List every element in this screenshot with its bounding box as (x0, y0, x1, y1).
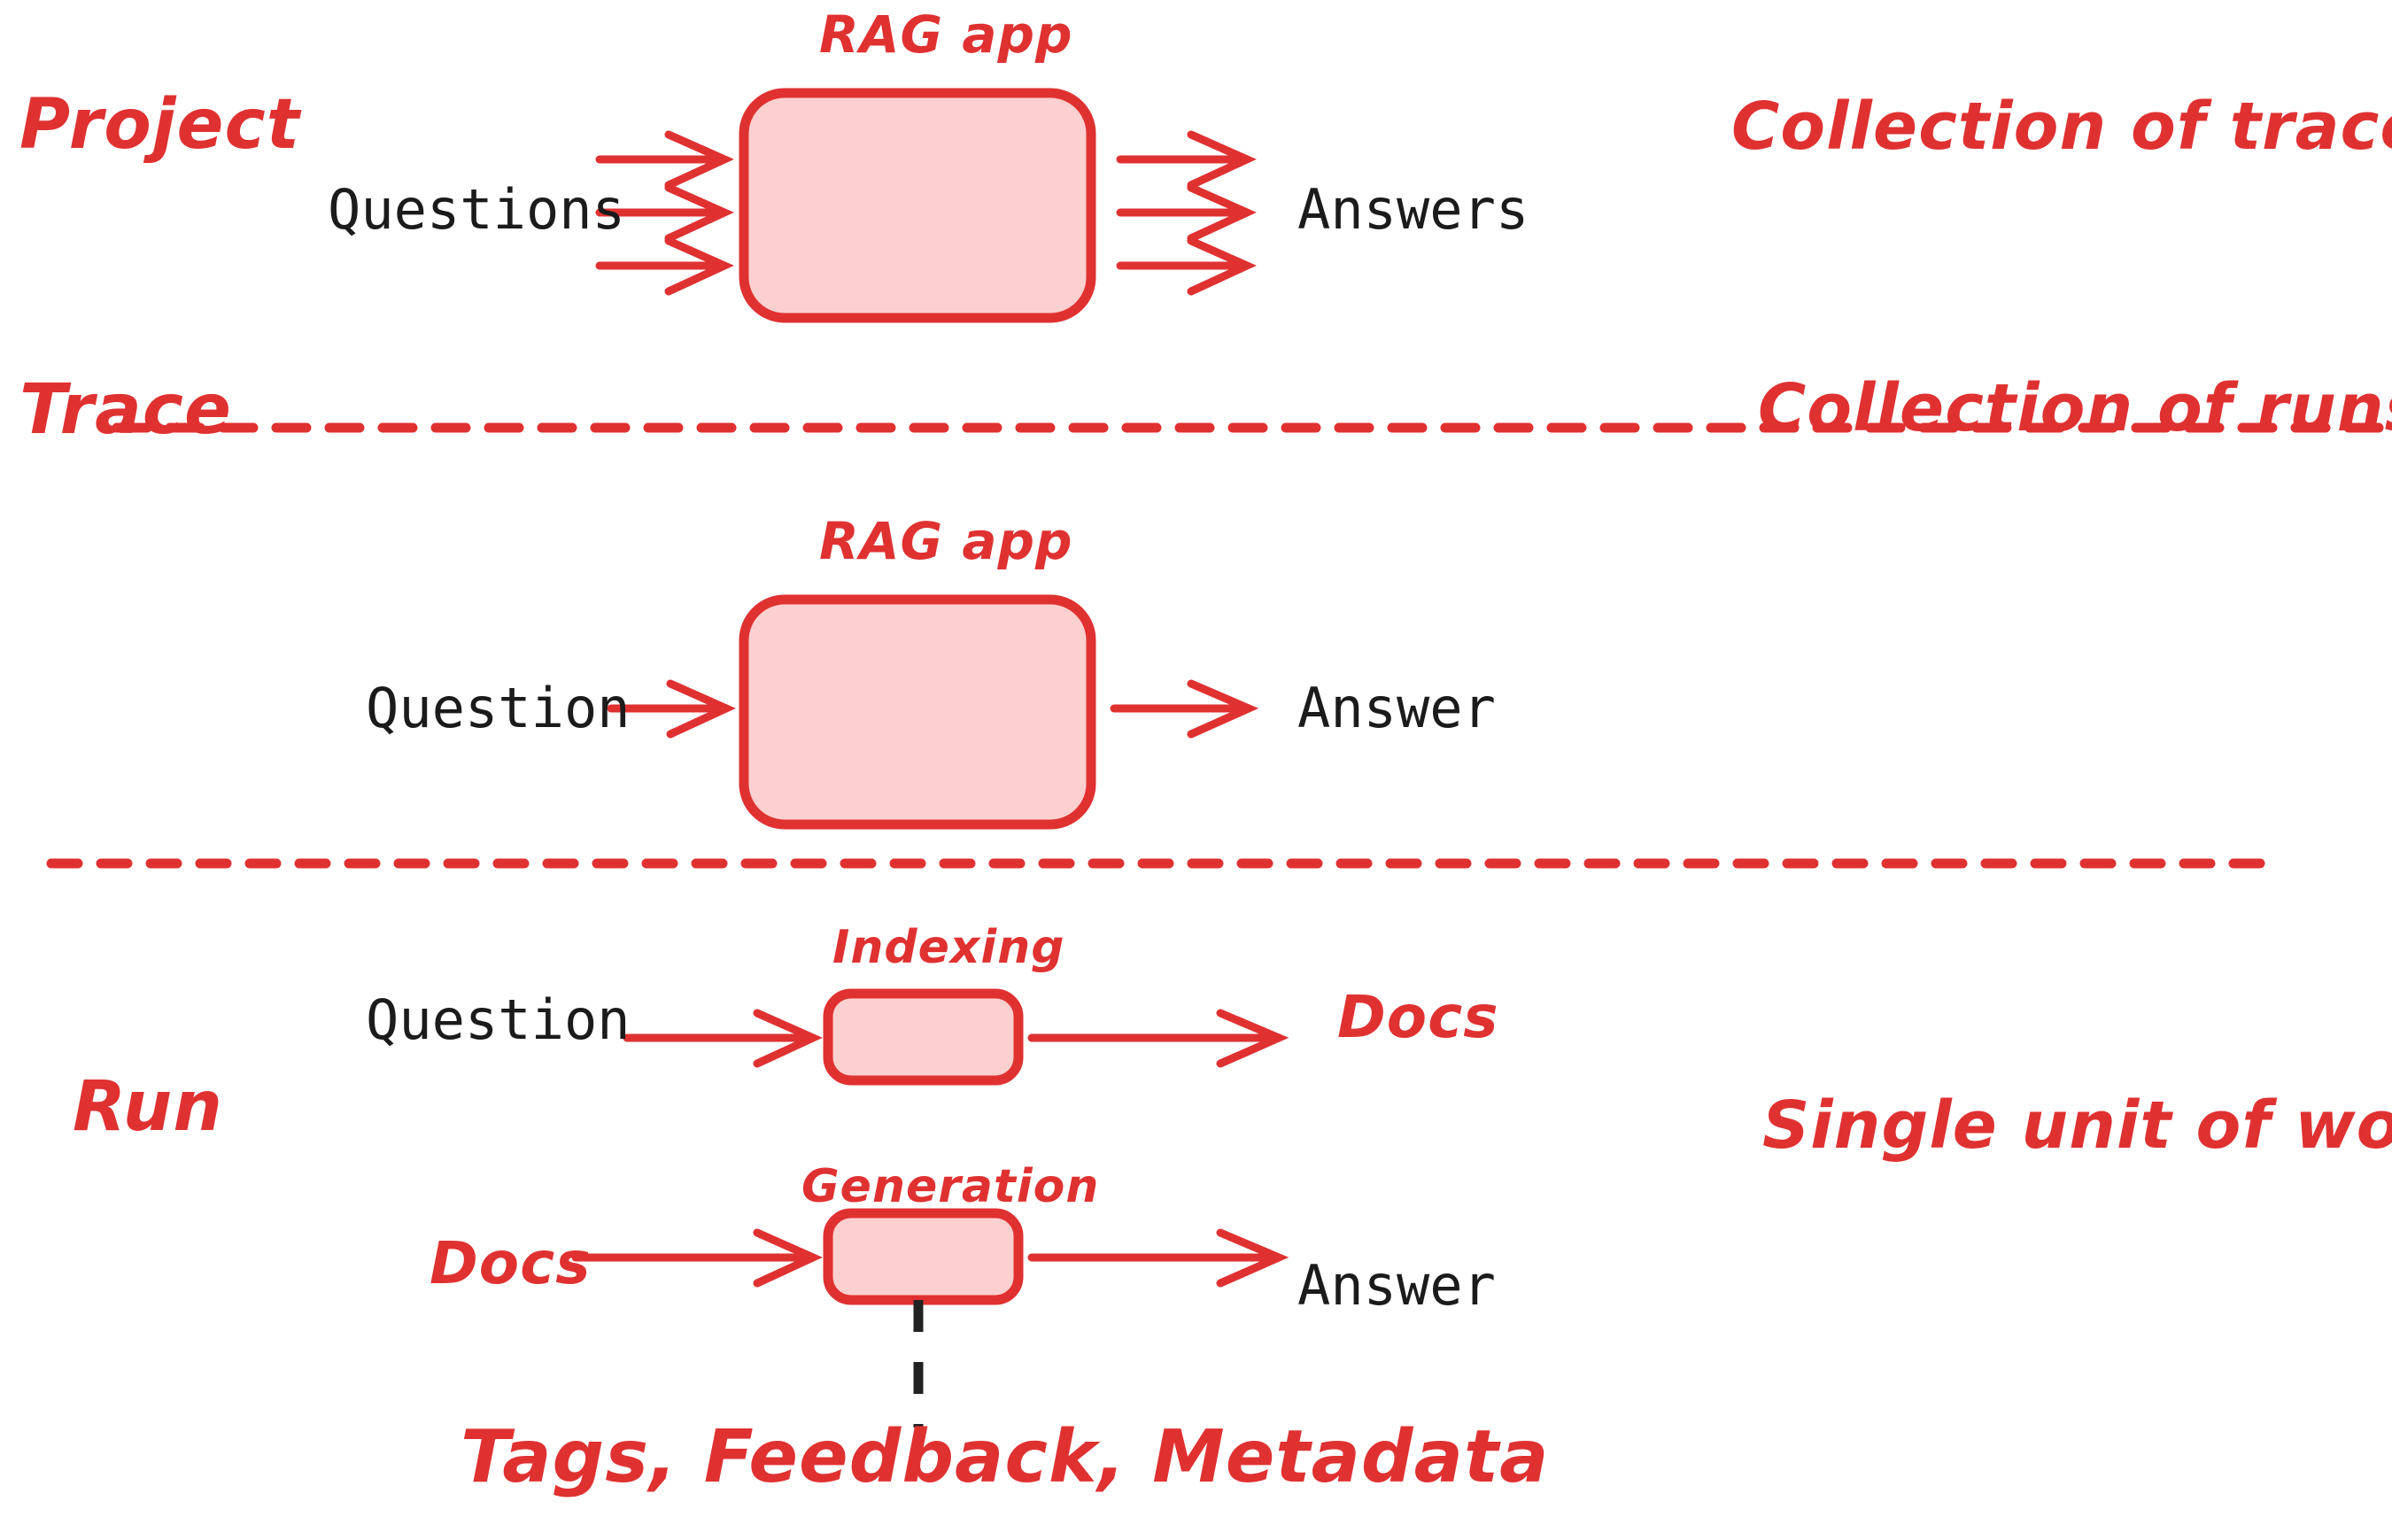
run-generation-input-label: Docs (430, 1229, 592, 1297)
run-indexing-input-arrow (623, 1009, 823, 1068)
trace-input-arrow (607, 679, 736, 739)
run-generation-node-label: Generation (801, 1160, 1100, 1213)
section-label-trace: Trace (19, 370, 232, 450)
run-indexing-node-box (823, 988, 1024, 1086)
section-description-run: Single unit of work (1762, 1087, 2392, 1164)
run-indexing-output-arrow (1027, 1009, 1289, 1068)
trace-output-label: Answer (1297, 676, 1496, 740)
run-indexing-output-label: Docs (1337, 983, 1499, 1051)
project-output-arrows (1116, 130, 1257, 296)
section-label-project: Project (19, 85, 300, 165)
run-generation-node-box (823, 1208, 1024, 1305)
run-generation-output-arrow (1027, 1228, 1289, 1288)
project-input-label: Questions (328, 177, 625, 242)
section-description-project: Collection of traces (1731, 89, 2392, 165)
project-output-label: Answers (1297, 177, 1529, 242)
run-indexing-input-label: Question (366, 987, 631, 1052)
section-label-run: Run (73, 1067, 223, 1147)
run-generation-output-label: Answer (1297, 1253, 1496, 1318)
run-indexing-node-label: Indexing (832, 921, 1065, 974)
project-input-arrows (595, 130, 734, 296)
section-description-trace: Collection of runs (1758, 370, 2392, 446)
trace-node-box (739, 594, 1096, 830)
run-generation-input-arrow (571, 1228, 823, 1288)
trace-node-label: RAG app (819, 511, 1073, 571)
project-node-label: RAG app (819, 4, 1073, 65)
trace-input-label: Question (366, 676, 631, 740)
run-annotation-label: Tags, Feedback, Metadata (461, 1415, 1550, 1499)
project-node-box (739, 88, 1096, 323)
trace-output-arrow (1110, 679, 1259, 739)
